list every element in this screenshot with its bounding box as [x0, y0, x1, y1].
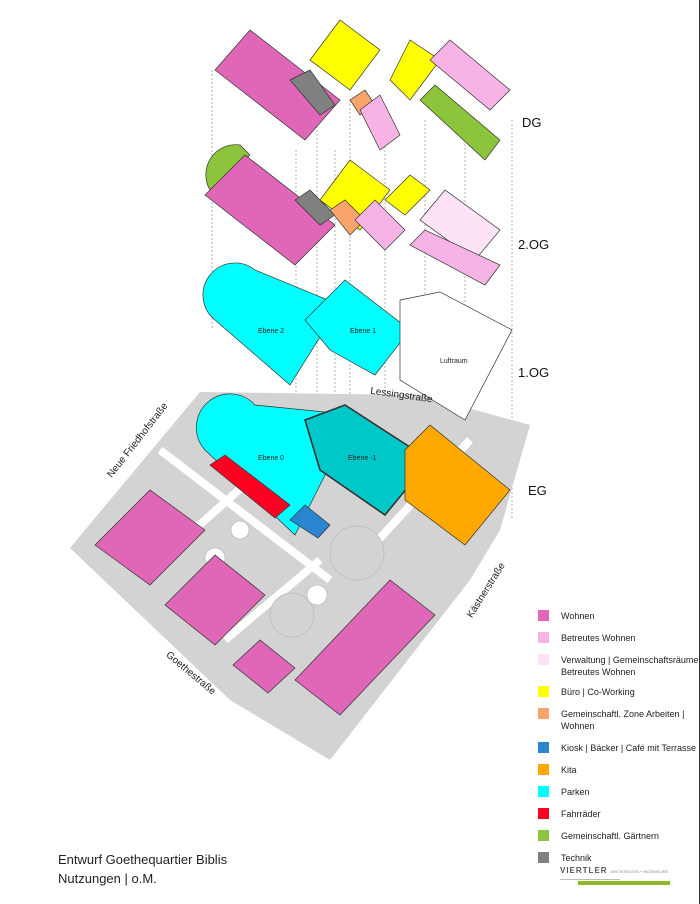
- legend-label: Verwaltung | Gemeinschaftsräume Betreute…: [561, 655, 699, 677]
- legend-swatch: [538, 686, 549, 697]
- legend-item: Büro | Co-Working: [538, 686, 700, 698]
- legend-label: Betreutes Wohnen: [561, 633, 636, 643]
- legend-item: Wohnen: [538, 610, 700, 622]
- floor-1og: [202, 262, 513, 421]
- legend-label: Büro | Co-Working: [561, 687, 635, 697]
- label-ebene-2: Ebene 2: [258, 328, 285, 335]
- legend-item: Fahrräder: [538, 808, 700, 820]
- level-label-eg: EG: [528, 483, 547, 498]
- legend-swatch: [538, 742, 549, 753]
- legend-item: Parken: [538, 786, 700, 798]
- legend-swatch: [538, 708, 549, 719]
- title-line-2: Nutzungen | o.M.: [58, 871, 157, 886]
- logo-subtitle: ARCHITEKTEN + INGENIEURE: [610, 869, 669, 874]
- title-line-1: Entwurf Goethequartier Biblis: [58, 852, 228, 867]
- legend-swatch: [538, 808, 549, 819]
- legend-label: Fahrräder: [561, 809, 601, 819]
- legend-label: Kita: [561, 765, 577, 775]
- legend-item: Gemeinschaftl. Zone Arbeiten | Wohnen: [538, 708, 700, 732]
- legend-swatch: [538, 610, 549, 621]
- legend-label: Parken: [561, 787, 590, 797]
- label-luftraum: Luftraum: [440, 358, 468, 365]
- legend-item: Kiosk | Bäcker | Café mit Terrasse: [538, 742, 700, 754]
- legend-item: Verwaltung | Gemeinschaftsräume Betreute…: [538, 654, 700, 678]
- legend-swatch: [538, 852, 549, 863]
- floor-eg: [196, 393, 511, 546]
- legend-label: Technik: [561, 853, 592, 863]
- legend-swatch: [538, 632, 549, 643]
- site-buildings: [94, 489, 436, 716]
- legend-label: Gemeinschaftl. Gärtnern: [561, 831, 660, 841]
- floor-2og: [204, 144, 501, 286]
- legend-label: Wohnen: [561, 611, 595, 621]
- legend-label: Gemeinschaftl. Zone Arbeiten | Wohnen: [561, 709, 685, 731]
- drawing-title: Entwurf Goethequartier Biblis Nutzungen …: [58, 850, 227, 888]
- legend-swatch: [538, 764, 549, 775]
- legend-item: Gemeinschaftl. Gärtnern: [538, 830, 700, 842]
- legend-swatch: [538, 830, 549, 841]
- label-ebene-minus-1: Ebene -1: [348, 455, 377, 462]
- legend-label: Kiosk | Bäcker | Café mit Terrasse: [561, 743, 697, 753]
- level-label-2og: 2.OG: [518, 237, 550, 252]
- label-ebene-1: Ebene 1: [350, 328, 377, 335]
- floor-dg: [214, 19, 511, 161]
- legend-swatch: [538, 786, 549, 797]
- logo-name: VIERTLER: [560, 866, 608, 875]
- label-ebene-0: Ebene 0: [258, 455, 285, 462]
- legend-item: Kita: [538, 764, 700, 776]
- level-label-1og: 1.OG: [518, 365, 550, 380]
- legend-item: Betreutes Wohnen: [538, 632, 700, 644]
- legend-item: Technik: [538, 852, 700, 864]
- level-label-dg: DG: [522, 115, 542, 130]
- legend-swatch: [538, 654, 549, 665]
